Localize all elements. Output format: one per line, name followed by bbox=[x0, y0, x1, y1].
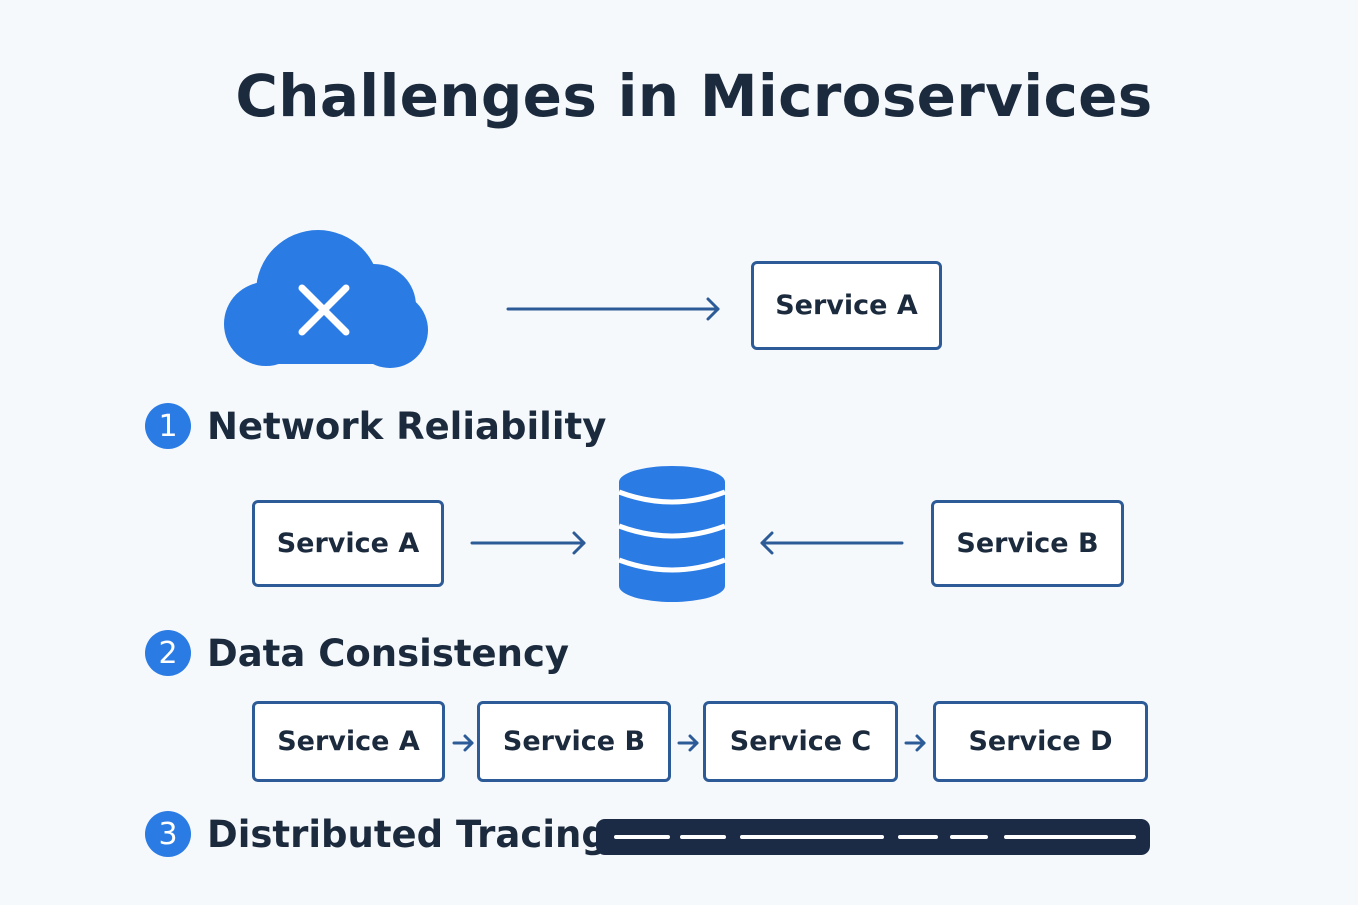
service-box-trace-c: Service C bbox=[703, 701, 898, 782]
database-icon bbox=[618, 466, 726, 602]
section-label: Network Reliability bbox=[207, 404, 607, 448]
step-badge-1: 1 bbox=[145, 403, 191, 449]
section-label: Distributed Tracing bbox=[207, 812, 608, 856]
page-title: Challenges in Microservices bbox=[235, 62, 1153, 130]
arrow-right-icon bbox=[904, 734, 926, 752]
trace-bar-icon bbox=[596, 819, 1150, 855]
arrow-left-icon bbox=[760, 531, 904, 555]
section-label: Data Consistency bbox=[207, 631, 570, 675]
step-badge-3: 3 bbox=[145, 811, 191, 857]
section-heading-data-consistency: 2 Data Consistency bbox=[145, 630, 569, 676]
service-box-data-a: Service A bbox=[252, 500, 444, 587]
service-box-trace-b: Service B bbox=[477, 701, 671, 782]
service-box-trace-d: Service D bbox=[933, 701, 1148, 782]
step-badge-2: 2 bbox=[145, 630, 191, 676]
arrow-right-icon bbox=[452, 734, 474, 752]
service-box-network-a: Service A bbox=[751, 261, 942, 350]
service-box-trace-a: Service A bbox=[252, 701, 445, 782]
arrow-right-icon bbox=[470, 531, 586, 555]
arrow-right-icon bbox=[677, 734, 699, 752]
arrow-right-icon bbox=[506, 297, 720, 321]
cloud-x-icon bbox=[224, 230, 428, 368]
service-box-data-b: Service B bbox=[931, 500, 1124, 587]
section-heading-network-reliability: 1 Network Reliability bbox=[145, 403, 606, 449]
section-heading-distributed-tracing: 3 Distributed Tracing bbox=[145, 811, 608, 857]
